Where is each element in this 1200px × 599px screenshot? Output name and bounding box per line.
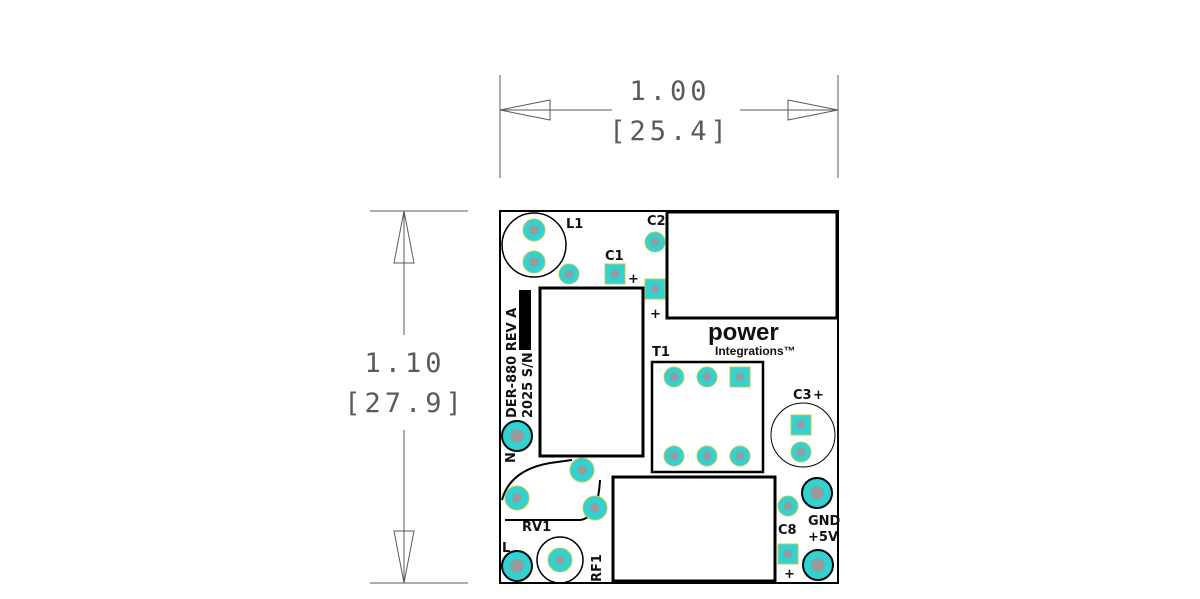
- pad-t1-6: [729, 445, 751, 467]
- pad-c1-square: [604, 263, 626, 285]
- pad-c2-1: [644, 231, 666, 253]
- output-cap-outline: [611, 475, 777, 583]
- width-arrow-left: [499, 99, 551, 121]
- height-inch-label: 1.10: [364, 348, 445, 379]
- pad-c8-1: [777, 495, 799, 517]
- pad-t1-3-square: [729, 366, 751, 388]
- c3-plus-mark: +: [813, 388, 824, 403]
- pad-gnd-terminal: [801, 477, 833, 509]
- height-dimension: [370, 210, 468, 584]
- pad-l1-2: [522, 250, 546, 274]
- rv1-label: RV1: [522, 520, 551, 535]
- pads-layer: [501, 218, 834, 582]
- gnd-label: GND: [808, 514, 841, 529]
- board-id-line2: 2025 S/N: [521, 352, 536, 418]
- c3-label: C3: [793, 388, 812, 403]
- width-arrow-right: [787, 99, 839, 121]
- rf1-outline: [536, 536, 584, 584]
- rf1-label: RF1: [590, 554, 605, 582]
- pad-plus5v-terminal: [802, 549, 834, 581]
- width-inch-label: 1.00: [629, 76, 710, 107]
- pad-rv1-1: [569, 457, 595, 483]
- c8-label: C8: [778, 523, 797, 538]
- pad-t1-2: [696, 366, 718, 388]
- c8-plus-mark: +: [784, 567, 795, 582]
- c1-plus-mark: +: [628, 272, 639, 287]
- logo-integrations-word: Integrations™: [715, 344, 796, 358]
- plus5v-label: +5V: [808, 530, 838, 545]
- pad-l1-1: [522, 218, 546, 242]
- l-terminal-label: L: [502, 541, 510, 556]
- c2-plus-mark: +: [650, 307, 661, 322]
- width-mm-label: [25.4]: [609, 116, 731, 147]
- pad-t1-5: [696, 445, 718, 467]
- pad-rf1: [547, 547, 573, 573]
- pad-c-small: [558, 263, 580, 285]
- c2-body-outline: [665, 210, 839, 320]
- power-integrations-logo: power Integrations™: [708, 319, 796, 358]
- pad-c2-square: [644, 278, 666, 300]
- pad-l-terminal: [501, 550, 533, 582]
- pad-rv1-3: [582, 495, 608, 521]
- c2-label: C2: [647, 214, 666, 229]
- pad-rv1-2: [504, 485, 530, 511]
- pad-c8-square: [777, 543, 799, 565]
- width-dimension: [499, 75, 839, 178]
- pad-c3-2: [790, 441, 812, 463]
- pad-t1-1: [663, 366, 685, 388]
- u1-body-outline: [538, 286, 645, 458]
- rv1-outline-top: [501, 459, 573, 501]
- pad-c3-square: [790, 414, 812, 436]
- n-label: N: [504, 452, 519, 463]
- c1-label: C1: [605, 249, 624, 264]
- logo-power-word: power: [708, 319, 779, 346]
- t1-label: T1: [652, 345, 670, 360]
- height-arrow-top: [393, 210, 415, 264]
- pad-t1-4: [663, 445, 685, 467]
- height-arrow-bottom: [393, 530, 415, 584]
- sn-block: [519, 290, 531, 350]
- height-mm-label: [27.9]: [344, 388, 466, 419]
- board-id-line1: DER-880 REV A: [505, 308, 520, 418]
- l1-label: L1: [566, 217, 583, 232]
- l1-outline: [501, 212, 567, 278]
- c3-outline: [770, 402, 836, 468]
- pad-n-terminal: [501, 420, 533, 452]
